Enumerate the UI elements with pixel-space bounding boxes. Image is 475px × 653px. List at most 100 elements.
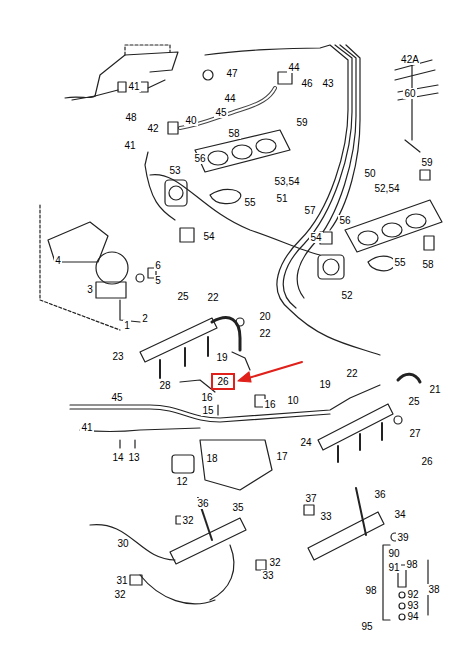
callout-number: 34 (393, 509, 406, 520)
callout-number: 1 (123, 320, 131, 331)
callout-number: 32 (113, 589, 126, 600)
callout-number: 13 (127, 452, 140, 463)
callout-number: 15 (201, 405, 214, 416)
manifold-flange (195, 130, 290, 172)
hose-inner (180, 88, 275, 128)
fuel-rail (140, 318, 217, 362)
callout-text: 22 (207, 292, 218, 303)
fuel-line (297, 45, 356, 298)
callout-text: 19 (216, 352, 227, 363)
callout-text: 58 (228, 128, 239, 139)
callout-number: 31 (115, 575, 128, 586)
callout-text: 32 (182, 515, 193, 526)
connector (118, 82, 126, 92)
wire (65, 96, 95, 98)
callout-text: 16 (201, 392, 212, 403)
callout-number: 59 (295, 117, 308, 128)
tie-holder (405, 60, 420, 152)
callout-text: 95 (361, 621, 372, 632)
valve (165, 180, 187, 206)
seal-ring (399, 592, 405, 598)
callout-text: 25 (408, 396, 419, 407)
callout-text: 45 (215, 107, 226, 118)
callout-number: 28 (158, 380, 171, 391)
callout-number: 44 (223, 93, 236, 104)
callout-text: 12 (176, 476, 187, 487)
callout-text: 51 (276, 193, 287, 204)
callout-number: 43 (321, 78, 334, 89)
callout-text: 38 (428, 584, 439, 595)
callout-text: 41 (81, 422, 92, 433)
callout-text: 32 (114, 589, 125, 600)
fuel-line (330, 45, 360, 230)
callout-text: 18 (206, 453, 217, 464)
callout-number: 25 (407, 396, 420, 407)
callout-number: 53 (168, 165, 181, 176)
callout-text: 93 (407, 600, 418, 611)
callout-text: 54 (310, 232, 321, 243)
callout-text: 60 (404, 88, 415, 99)
callout-number: 46 (300, 78, 313, 89)
fuel-line (150, 175, 320, 255)
callout-number: 35 (231, 502, 244, 513)
callout-text: 54 (203, 231, 214, 242)
connector (180, 228, 194, 242)
valve-cap (323, 259, 339, 275)
callout-number: 26 (420, 456, 433, 467)
callout-number: 44 (287, 62, 300, 73)
callout-text: 35 (232, 502, 243, 513)
callout-text: 44 (224, 93, 235, 104)
callout-text: 42A (401, 54, 419, 65)
plug (424, 236, 434, 250)
callout-number: 33 (319, 511, 332, 522)
callout-number: 51 (275, 193, 288, 204)
callout-number: 22 (258, 328, 271, 339)
callout-text: 42 (147, 123, 158, 134)
rail-outlet (160, 337, 208, 378)
callout-number: 41 (80, 422, 93, 433)
fuel-pipe (90, 525, 234, 600)
nut (304, 505, 314, 515)
callout-number: 5 (154, 275, 162, 286)
callout-number: 14 (111, 452, 124, 463)
callout-text: 52,54 (374, 183, 399, 194)
callout-number: 40 (184, 115, 197, 126)
callout-number: 56 (338, 215, 351, 226)
callout-number: 39 (396, 532, 409, 543)
callout-text: 31 (116, 575, 127, 586)
callout-text: 24 (300, 437, 311, 448)
callout-text: 3 (87, 284, 93, 295)
callout-number: 32 (181, 515, 194, 526)
callout-text: 46 (301, 78, 312, 89)
callout-number: 57 (303, 205, 316, 216)
callout-text: 26 (421, 456, 432, 467)
callout-number: 16 (263, 399, 276, 410)
callout-text: 59 (296, 117, 307, 128)
pointer-arrowhead (238, 372, 251, 382)
callout-text: 48 (125, 112, 136, 123)
port (406, 214, 426, 228)
callout-text: 53 (169, 165, 180, 176)
grommet (203, 70, 213, 80)
bolt (198, 498, 212, 540)
callout-number: 42 (146, 123, 159, 134)
callout-text: 4 (55, 255, 61, 266)
seal (368, 256, 395, 271)
wire (95, 80, 165, 96)
callout-text: 27 (409, 428, 420, 439)
callout-number: 12 (175, 476, 188, 487)
callout-text: 90 (388, 548, 399, 559)
seal-ring (399, 603, 405, 609)
callout-text: 94 (407, 611, 418, 622)
callout-text: 98 (365, 585, 376, 596)
callout-text: 19 (319, 379, 330, 390)
callout-text: 15 (202, 405, 213, 416)
callout-number: 54 (202, 231, 215, 242)
callout-text: 23 (112, 351, 123, 362)
callout-number: 91 (387, 562, 400, 573)
callout-text: 39 (397, 532, 408, 543)
callout-text: 17 (276, 451, 287, 462)
bolt (120, 440, 135, 448)
callout-number: 27 (408, 428, 421, 439)
callout-number: 25 (176, 291, 189, 302)
